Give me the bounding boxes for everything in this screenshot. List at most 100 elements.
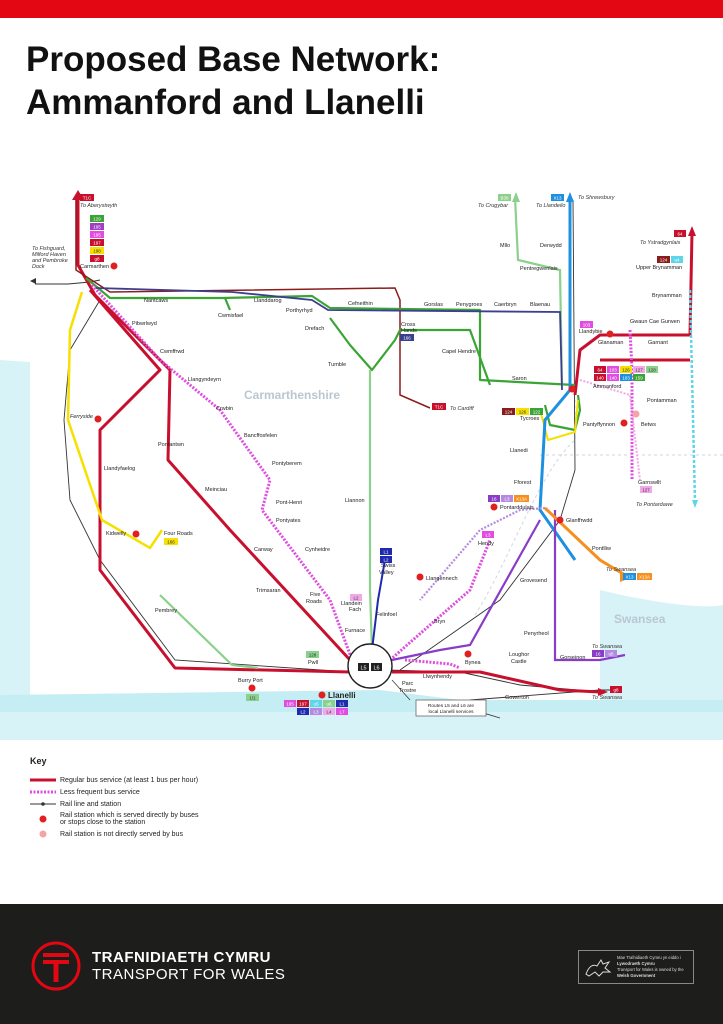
badge-carm-1: 195 — [93, 225, 101, 230]
badge-amm-r1-4: 128 — [648, 368, 656, 373]
badge-ll-r2-2: L4 — [326, 710, 332, 715]
place-pantyffynnon: Pantyffynnon — [583, 422, 615, 428]
dest-fishguard-3: and Pembroke — [32, 258, 68, 264]
place-pontlliw: Pontlliw — [592, 546, 611, 552]
badge-amm-r2-1: 140 — [609, 376, 617, 381]
top-red-bar — [0, 0, 723, 18]
badge-ll-r1-2: u5 — [313, 702, 319, 707]
place-llanddarog: Llanddarog — [254, 298, 282, 304]
badge-crosshands: 166 — [403, 336, 411, 341]
place-tycroes: Tycroes — [520, 416, 540, 422]
place-loughorcastle-1: Loughor — [509, 652, 529, 658]
place-gwauncaegurwen: Gwaun Cae Gurwen — [630, 319, 680, 325]
badge-amm-r2-2: 103 — [622, 376, 630, 381]
place-pwll: Pwll — [308, 660, 318, 666]
dest-llandeilo: To Llandeilo — [536, 203, 565, 209]
sea-area — [0, 360, 723, 740]
place-upperbrynamman: Upper Brynamman — [636, 265, 682, 271]
place-parctrostre-2: Trostre — [399, 688, 416, 694]
route-badges: 129 195 195 197 198 g8 T1C B38 X13 64 12… — [80, 194, 686, 715]
key-row-rail: Rail line and station — [30, 798, 330, 810]
place-swissvalley-1: Swiss — [381, 563, 396, 569]
dest-shrewsbury: To Shrewsbury — [578, 195, 616, 201]
badge-ll-r1-3: u6 — [326, 702, 332, 707]
badge-amm-r1-3: 127 — [635, 368, 643, 373]
place-felinfoel: Felinfoel — [376, 612, 397, 618]
place-capelhendre: Capel Hendre — [442, 349, 476, 355]
place-parctrostre-1: Parc — [402, 681, 414, 687]
place-llandybie: Llandybie — [579, 329, 603, 335]
hub-badge-l6 — [371, 663, 382, 671]
badge-ub-124: 124 — [660, 258, 668, 263]
badge-swansea-red: g8 — [613, 688, 619, 693]
dest-swansea-3: To Swansea — [592, 695, 622, 701]
dest-swansea-2: To Swansea — [592, 644, 622, 650]
orange-route — [543, 506, 626, 577]
page-title: Proposed Base Network: Ammanford and Lla… — [26, 38, 440, 124]
key-title: Key — [30, 756, 47, 766]
lightpurple-route — [419, 506, 546, 601]
place-hendy: Hendy — [478, 541, 494, 547]
badge-carm-5: g8 — [94, 257, 100, 262]
place-fourroads: Four Roads — [164, 531, 193, 537]
badge-ll-r1-1: 197 — [299, 702, 307, 707]
badge-amm-r2-0: 140 — [596, 376, 604, 381]
badge-ty-1: 126 — [519, 410, 527, 415]
dest-crugybar: To Crugybar — [478, 203, 509, 209]
place-penyrheol: Penyrheol — [524, 631, 549, 637]
rail-station-markers — [94, 262, 640, 699]
place-llandyfaelog: Llandyfaelog — [104, 466, 135, 472]
place-gorslas: Gorslas — [424, 302, 443, 308]
place-llandeinfach-1: Llandein — [341, 601, 362, 607]
place-pontyberem: Pontyberem — [272, 461, 302, 467]
hub-badge-l6-text: L6 — [373, 666, 379, 672]
place-fiveroads-2: Roads — [306, 599, 322, 605]
station-not-served-icon — [39, 830, 47, 838]
place-garnant: Garnant — [648, 340, 668, 346]
note-line-2: local Llanelli services — [428, 709, 474, 715]
badge-ll-r2-3: L7 — [339, 710, 345, 715]
badge-ll-r1-4: L1 — [339, 702, 345, 707]
badge-ll-r1-0: 195 — [286, 702, 294, 707]
badge-pont-2: X13A — [516, 497, 527, 502]
place-mllo: Mllo — [500, 243, 510, 249]
badge-amm-r1-0: 64 — [597, 368, 603, 373]
key-notserved-label: Rail station is not directly served by b… — [60, 830, 183, 838]
dest-fishguard-4: Dock — [32, 264, 45, 270]
badge-burryport: 1/1 — [249, 696, 256, 701]
key-served-line-1: Rail station which is served directly by… — [60, 812, 199, 819]
key-row-regular: Regular bus service (at least 1 bus per … — [30, 774, 330, 786]
place-betws: Betws — [641, 422, 656, 428]
tfw-brand: TRAFNIDIAETH CYMRU TRANSPORT FOR WALES — [30, 940, 285, 992]
place-ponthenri: Pont-Henri — [276, 500, 302, 506]
key-row-served: Rail station which is served directly by… — [30, 810, 330, 828]
badge-amm-r2-3: 159 — [635, 376, 643, 381]
place-pibwrlwyd: Pibwrlwyd — [132, 321, 157, 327]
badge-ll-r2-1: L3 — [313, 710, 319, 715]
welsh-dragon-icon — [585, 959, 612, 977]
dest-cardiff: To Cardiff — [450, 406, 474, 412]
brand-english: TRANSPORT FOR WALES — [92, 966, 286, 983]
place-burryport: Burry Port — [238, 678, 263, 684]
place-nantcaws: Nantcaws — [144, 298, 168, 304]
place-gowerton: Gowerton — [505, 695, 529, 701]
place-kidwelly: Kidwelly — [106, 531, 126, 537]
place-labels: Carmarthen Nantcaws Cwmisfael Llanddarog… — [70, 243, 682, 701]
route-arrows — [30, 190, 698, 696]
place-llandeinfach-2: Fach — [349, 607, 361, 613]
badge-amm-r1-1: 103 — [609, 368, 617, 373]
place-gorseinon: Gorseinon — [560, 655, 585, 661]
gov-line-4: Welsh Government — [617, 973, 656, 978]
dest-fishguard-2: Milford Haven — [32, 252, 66, 258]
hub-badge-l5 — [358, 663, 369, 671]
local-services-note: Routes L5 and L6 are local Llanelli serv… — [391, 679, 487, 717]
title-line-2: Ammanford and Llanelli — [26, 83, 425, 122]
place-brynamman: Brynamman — [652, 293, 682, 299]
place-llannon: Llannon — [345, 498, 365, 504]
red-routes — [76, 195, 694, 694]
place-crosshands-2: Hands — [401, 328, 417, 334]
place-cwmffrwd: Cwmffrwd — [160, 349, 184, 355]
gov-line-3: Transport for Wales is owned by the — [617, 967, 684, 972]
dest-fishguard-1: To Fishguard, — [32, 246, 65, 252]
place-bynea: Bynea — [465, 660, 482, 666]
